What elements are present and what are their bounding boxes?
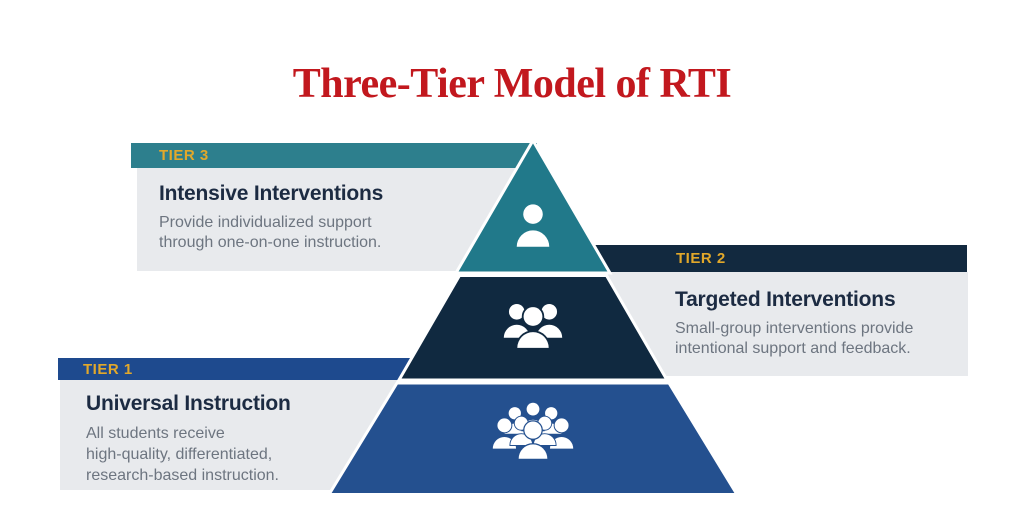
tier2-header-bar: TIER 2 xyxy=(590,245,967,272)
tier1-header-bar: TIER 1 xyxy=(58,358,450,380)
tier1-label: TIER 1 xyxy=(83,360,133,378)
tier3-heading: Intensive Interventions xyxy=(159,182,384,205)
tier2-label: TIER 2 xyxy=(676,250,726,267)
single-person-icon xyxy=(516,204,550,247)
tier3-card-body: Intensive Interventions Provide individu… xyxy=(137,168,525,271)
page-title: Three-Tier Model of RTI xyxy=(292,61,732,107)
crowd-icon xyxy=(491,401,575,460)
tier3-header-bar: TIER 3 xyxy=(131,143,537,168)
tier2-card-body: Targeted Interventions Small-group inter… xyxy=(600,272,968,376)
three-person-group-icon xyxy=(502,302,564,350)
tier2-pyramid-segment xyxy=(396,274,670,382)
tier1-heading: Universal Instruction xyxy=(86,392,291,415)
tier2-description: Small-group interventions provide intent… xyxy=(675,320,914,357)
tier3-label: TIER 3 xyxy=(159,147,209,164)
tier3-description: Provide individualized support through o… xyxy=(159,214,382,251)
tier1-description: All students receive high-quality, diffe… xyxy=(86,425,279,484)
tier2-heading: Targeted Interventions xyxy=(675,288,896,311)
